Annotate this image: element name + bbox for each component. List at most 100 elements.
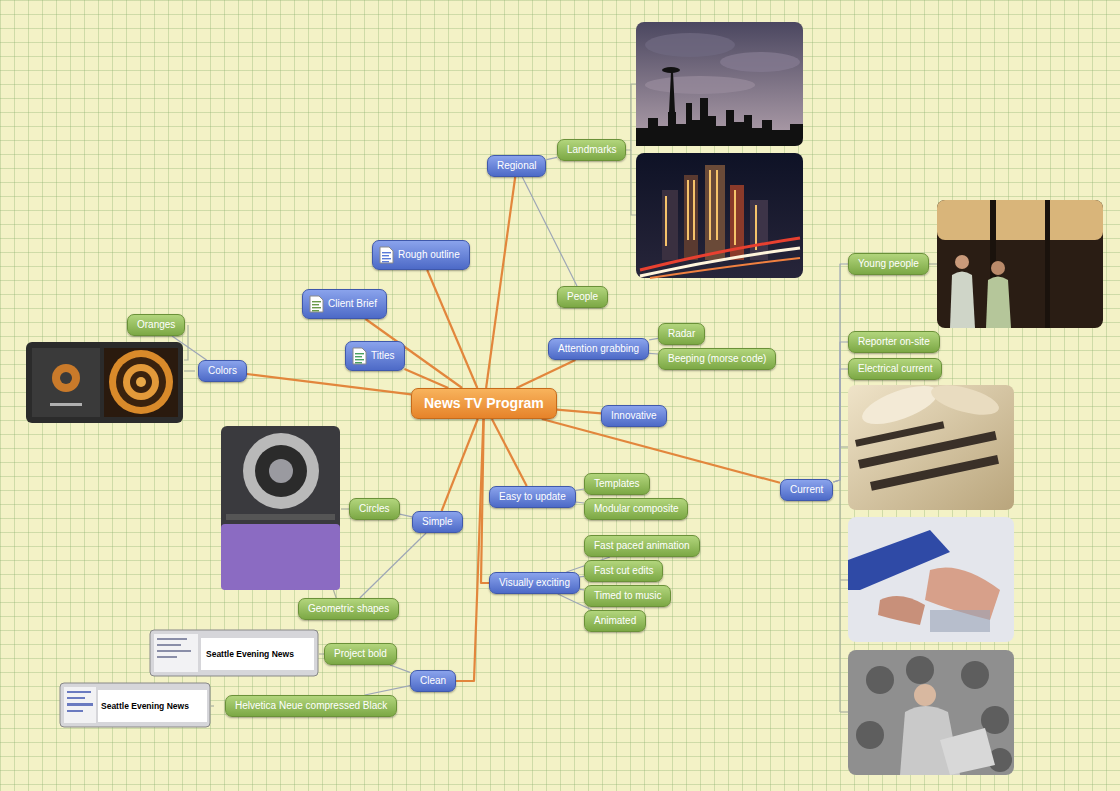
subtopic-connector: [522, 177, 577, 286]
subtopic: Project bold: [324, 643, 397, 665]
branch-connector: [542, 419, 780, 483]
screenshot-image: [98, 690, 207, 722]
branch-connector: [557, 410, 601, 414]
skyline-photo: [662, 67, 680, 73]
subtopic: Landmarks: [557, 139, 626, 161]
night-city-photo: [665, 170, 757, 250]
colors-image: [116, 357, 166, 407]
subtopic: Modular composite: [584, 498, 688, 520]
branch-topic: Titles: [345, 341, 405, 371]
subtopic: Beeping (morse code): [658, 348, 776, 370]
document-icon: [352, 347, 367, 365]
young-people-photo: [1045, 200, 1050, 328]
colors-image: [32, 348, 100, 417]
colors-image: [60, 372, 72, 384]
subtopic: Electrical current: [848, 358, 942, 380]
circles-image: [226, 514, 335, 520]
subtopic: Circles: [349, 498, 400, 520]
subtopic: Timed to music: [584, 585, 671, 607]
document-icon: [382, 255, 389, 256]
circles-image: [221, 426, 340, 590]
branch-connector: [366, 319, 463, 388]
topic-text: Visually exciting: [499, 577, 570, 589]
newspaper-photo: [848, 378, 1014, 510]
laptop-man-photo: [848, 650, 1014, 775]
document-icon: [309, 295, 324, 313]
document-icon: [310, 296, 323, 312]
colors-image: [109, 350, 173, 414]
document-icon: [382, 261, 389, 262]
topic-text: Templates: [594, 478, 640, 490]
screenshot-image: [150, 630, 318, 676]
screenshot-title: Seattle Evening News: [101, 701, 189, 711]
topic-text: Attention grabbing: [558, 343, 639, 355]
screenshot-image: [150, 630, 318, 676]
document-icon: [353, 348, 366, 364]
leader-line: [631, 150, 636, 215]
subtopic-connector: [833, 264, 848, 482]
leader-line: [184, 370, 195, 371]
leader-line: [929, 263, 937, 264]
skyline-photo: [636, 22, 803, 146]
topic-text: Titles: [371, 350, 395, 362]
topic-text: Young people: [858, 258, 919, 270]
subtopic-connector: [649, 353, 658, 355]
newspaper-photo: [855, 421, 999, 491]
hands-photo: [848, 517, 1014, 642]
topic-text: Circles: [359, 503, 390, 515]
skyline-photo: [645, 33, 735, 57]
hands-photo: [930, 610, 990, 632]
topic-text: Animated: [594, 615, 636, 627]
skyline-photo: [667, 70, 675, 112]
circles-image: [255, 445, 307, 497]
subtopic-connector: [365, 686, 410, 695]
branch-connector: [442, 419, 478, 511]
branch-topic: Innovative: [601, 405, 667, 427]
document-icon: [380, 247, 393, 263]
colors-image: [26, 342, 183, 423]
colors-image: [26, 342, 183, 423]
screenshot-image: [201, 638, 314, 670]
laptop-man-photo: [906, 656, 934, 684]
topic-text: Landmarks: [567, 144, 616, 156]
subtopic-connector: [547, 157, 558, 159]
colors-image: [130, 371, 152, 393]
night-city-photo: [640, 238, 800, 270]
screenshot-image: [157, 656, 177, 658]
newspaper-photo: [870, 455, 999, 491]
document-icon: [312, 310, 319, 311]
subtopic-connector: [360, 533, 426, 598]
subtopic: Helvetica Neue compressed Black: [225, 695, 397, 717]
subtopic: Oranges: [127, 314, 185, 336]
leader-line: [184, 84, 937, 712]
colors-image: [136, 377, 146, 387]
topic-text: Easy to update: [499, 491, 566, 503]
document-icon: [312, 307, 321, 308]
laptop-man-photo: [848, 650, 1014, 775]
document-icon: [312, 304, 319, 305]
leader-line: [840, 711, 848, 712]
night-city-photo: [665, 196, 667, 246]
branch-connector: [247, 374, 411, 394]
topic-text: People: [567, 291, 598, 303]
branch-topic: Colors: [198, 360, 247, 382]
screenshot-image: [154, 634, 198, 672]
document-icon: [312, 301, 321, 302]
night-city-photo: [693, 180, 695, 240]
branch-connector: [486, 177, 515, 388]
topic-text: Fast paced animation: [594, 540, 690, 552]
night-city-photo: [705, 165, 725, 260]
laptop-man-photo: [961, 661, 989, 689]
topic-text: Rough outline: [398, 249, 460, 261]
night-city-photo: [640, 248, 800, 276]
subtopic: Animated: [584, 610, 646, 632]
branch-topic: Current: [780, 479, 833, 501]
document-icon: [355, 356, 362, 357]
document-icon: [382, 258, 391, 259]
screenshot-image: [67, 703, 93, 706]
night-city-photo: [636, 153, 803, 278]
branch-topic: Attention grabbing: [548, 338, 649, 360]
document-icon: [355, 359, 364, 360]
subtopic-connector: [576, 502, 584, 503]
laptop-man-photo: [940, 728, 995, 775]
